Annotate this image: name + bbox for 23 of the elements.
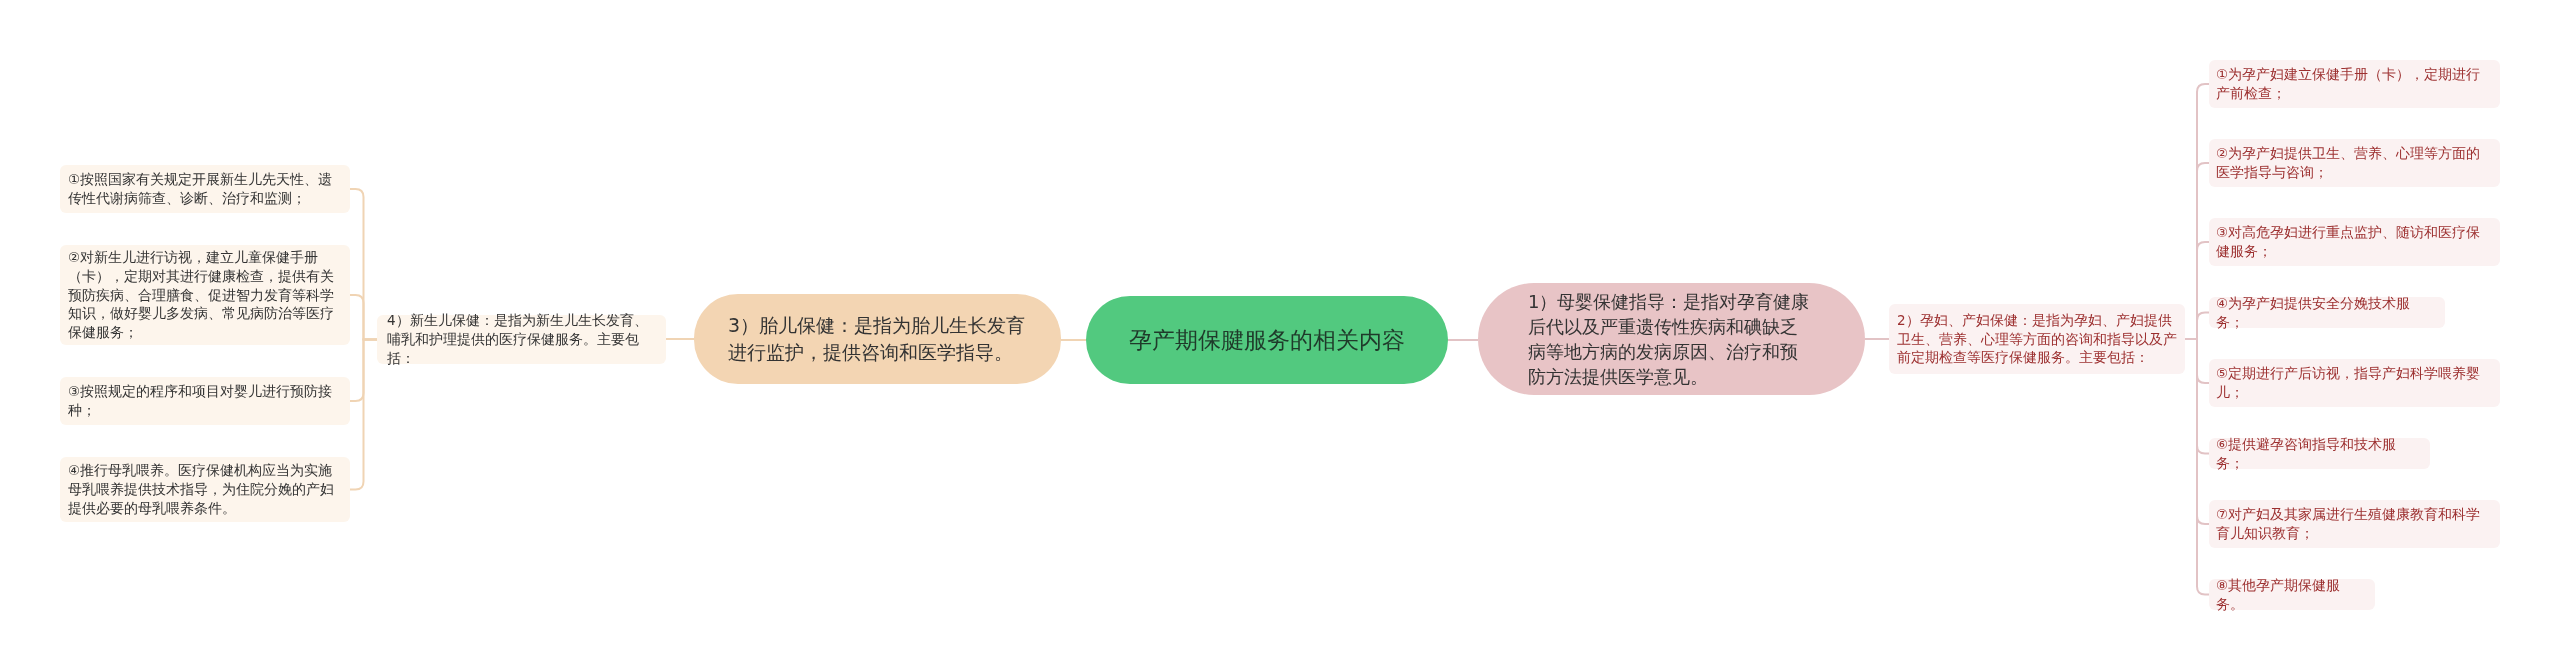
- branch-box: 3）胎儿保健：是指为胎儿生长发育进行监护，提供咨询和医学指导。: [694, 294, 1061, 384]
- item-box: ②对新生儿进行访视，建立儿童保健手册（卡），定期对其进行健康检查，提供有关预防疾病、合理膳食、促进智力发育等科学知识，做好婴儿多发病、常见病防治等医疗保健服务；: [60, 245, 350, 345]
- item-box: ⑥提供避孕咨询指导和技术服务；: [2209, 438, 2430, 469]
- topic-box: 孕产期保腱服务的相关内容: [1086, 296, 1448, 384]
- connector-line: [2184, 338, 2210, 596]
- item-box: ②为孕产妇提供卫生、营养、心理等方面的医学指导与咨询；: [2209, 139, 2500, 187]
- item-box: ①为孕产妇建立保健手册（卡），定期进行产前检查；: [2209, 60, 2500, 108]
- item-box: ③按照规定的程序和项目对婴儿进行预防接种；: [60, 377, 350, 425]
- item-box: ⑤定期进行产后访视，指导产妇科学喂养婴儿；: [2209, 359, 2500, 407]
- connector-line: [1060, 339, 1087, 341]
- connector-line: [665, 338, 695, 340]
- subtopic-box: 4）新生儿保健：是指为新生儿生长发育、哺乳和护理提供的医疗保健服务。主要包括：: [377, 315, 666, 364]
- item-box: ③对高危孕妇进行重点监护、随访和医疗保健服务；: [2209, 218, 2500, 266]
- item-box: ①按照国家有关规定开展新生儿先天性、遗传性代谢病筛查、诊断、治疗和监测；: [60, 165, 350, 213]
- item-box: ⑧其他孕产期保健服务。: [2209, 579, 2375, 610]
- connector-line: [1447, 339, 1479, 341]
- connector-line: [349, 338, 378, 491]
- subtopic-box: 2）孕妇、产妇保健：是指为孕妇、产妇提供卫生、营养、心理等方面的咨询和指导以及产前定期检查等医疗保健服务。主要包括：: [1889, 304, 2185, 374]
- item-box: ④推行母乳喂养。医疗保健机构应当为实施母乳喂养提供技术指导，为住院分娩的产妇提供必要的母乳喂养条件。: [60, 457, 350, 522]
- branch-box: 1）母婴保健指导：是指对孕育健康后代以及严重遗传性疾病和碘缺乏病等地方病的发病原因、治疗和预防方法提供医学意见。: [1478, 283, 1865, 395]
- connector-line: [1864, 338, 1890, 340]
- item-box: ⑦对产妇及其家属进行生殖健康教育和科学育儿知识教育；: [2209, 500, 2500, 548]
- item-box: ④为孕产妇提供安全分娩技术服务；: [2209, 297, 2445, 328]
